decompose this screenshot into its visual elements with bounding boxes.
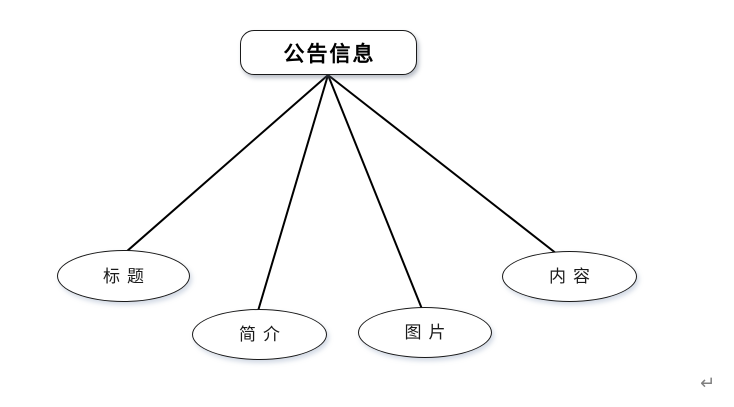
paragraph-return-mark-icon: ↵ (700, 373, 716, 394)
child-node-picture-label: 图片 (404, 323, 453, 342)
child-node-title: 标题 (57, 250, 190, 302)
child-node-picture: 图片 (358, 307, 492, 358)
child-node-intro-label: 简介 (239, 325, 287, 344)
connector-root-to-content (327, 74, 558, 255)
child-node-content: 内容 (502, 251, 637, 302)
child-node-content-label: 内容 (549, 267, 597, 286)
root-node-label: 公告信息 (283, 42, 376, 66)
child-node-intro: 简介 (192, 309, 327, 360)
connector-root-to-intro (257, 74, 329, 312)
connector-root-to-title (125, 74, 329, 253)
connector-root-to-picture (327, 74, 423, 310)
child-node-title-label: 标题 (103, 266, 151, 286)
root-node-announcement-info: 公告信息 (240, 30, 417, 75)
